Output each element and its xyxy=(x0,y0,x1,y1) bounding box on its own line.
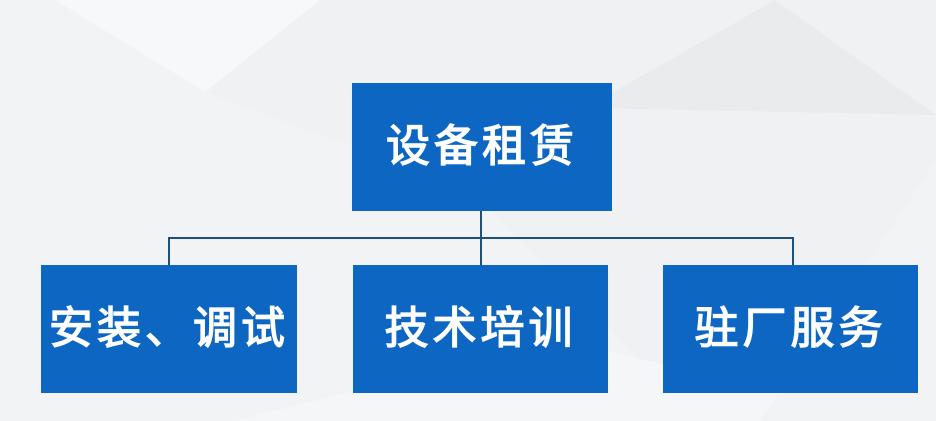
connector-root-stem xyxy=(480,211,482,238)
node-technical-training-label: 技术培训 xyxy=(384,303,577,354)
node-installation-debugging-label: 安装、调试 xyxy=(49,303,289,354)
connector-drop-left xyxy=(168,237,170,265)
node-resident-factory-service-label: 驻厂服务 xyxy=(694,303,887,354)
node-resident-factory-service: 驻厂服务 xyxy=(663,265,918,393)
node-technical-training: 技术培训 xyxy=(353,265,608,393)
background-facet-top-left xyxy=(55,0,320,92)
connector-drop-middle xyxy=(480,237,482,265)
background-facet-right-triangle xyxy=(585,0,936,115)
node-equipment-rental-label: 设备租赁 xyxy=(386,121,578,172)
connector-drop-right xyxy=(792,237,794,265)
node-equipment-rental: 设备租赁 xyxy=(352,83,612,211)
background-facet-left xyxy=(0,0,205,95)
node-installation-debugging: 安装、调试 xyxy=(41,265,297,393)
